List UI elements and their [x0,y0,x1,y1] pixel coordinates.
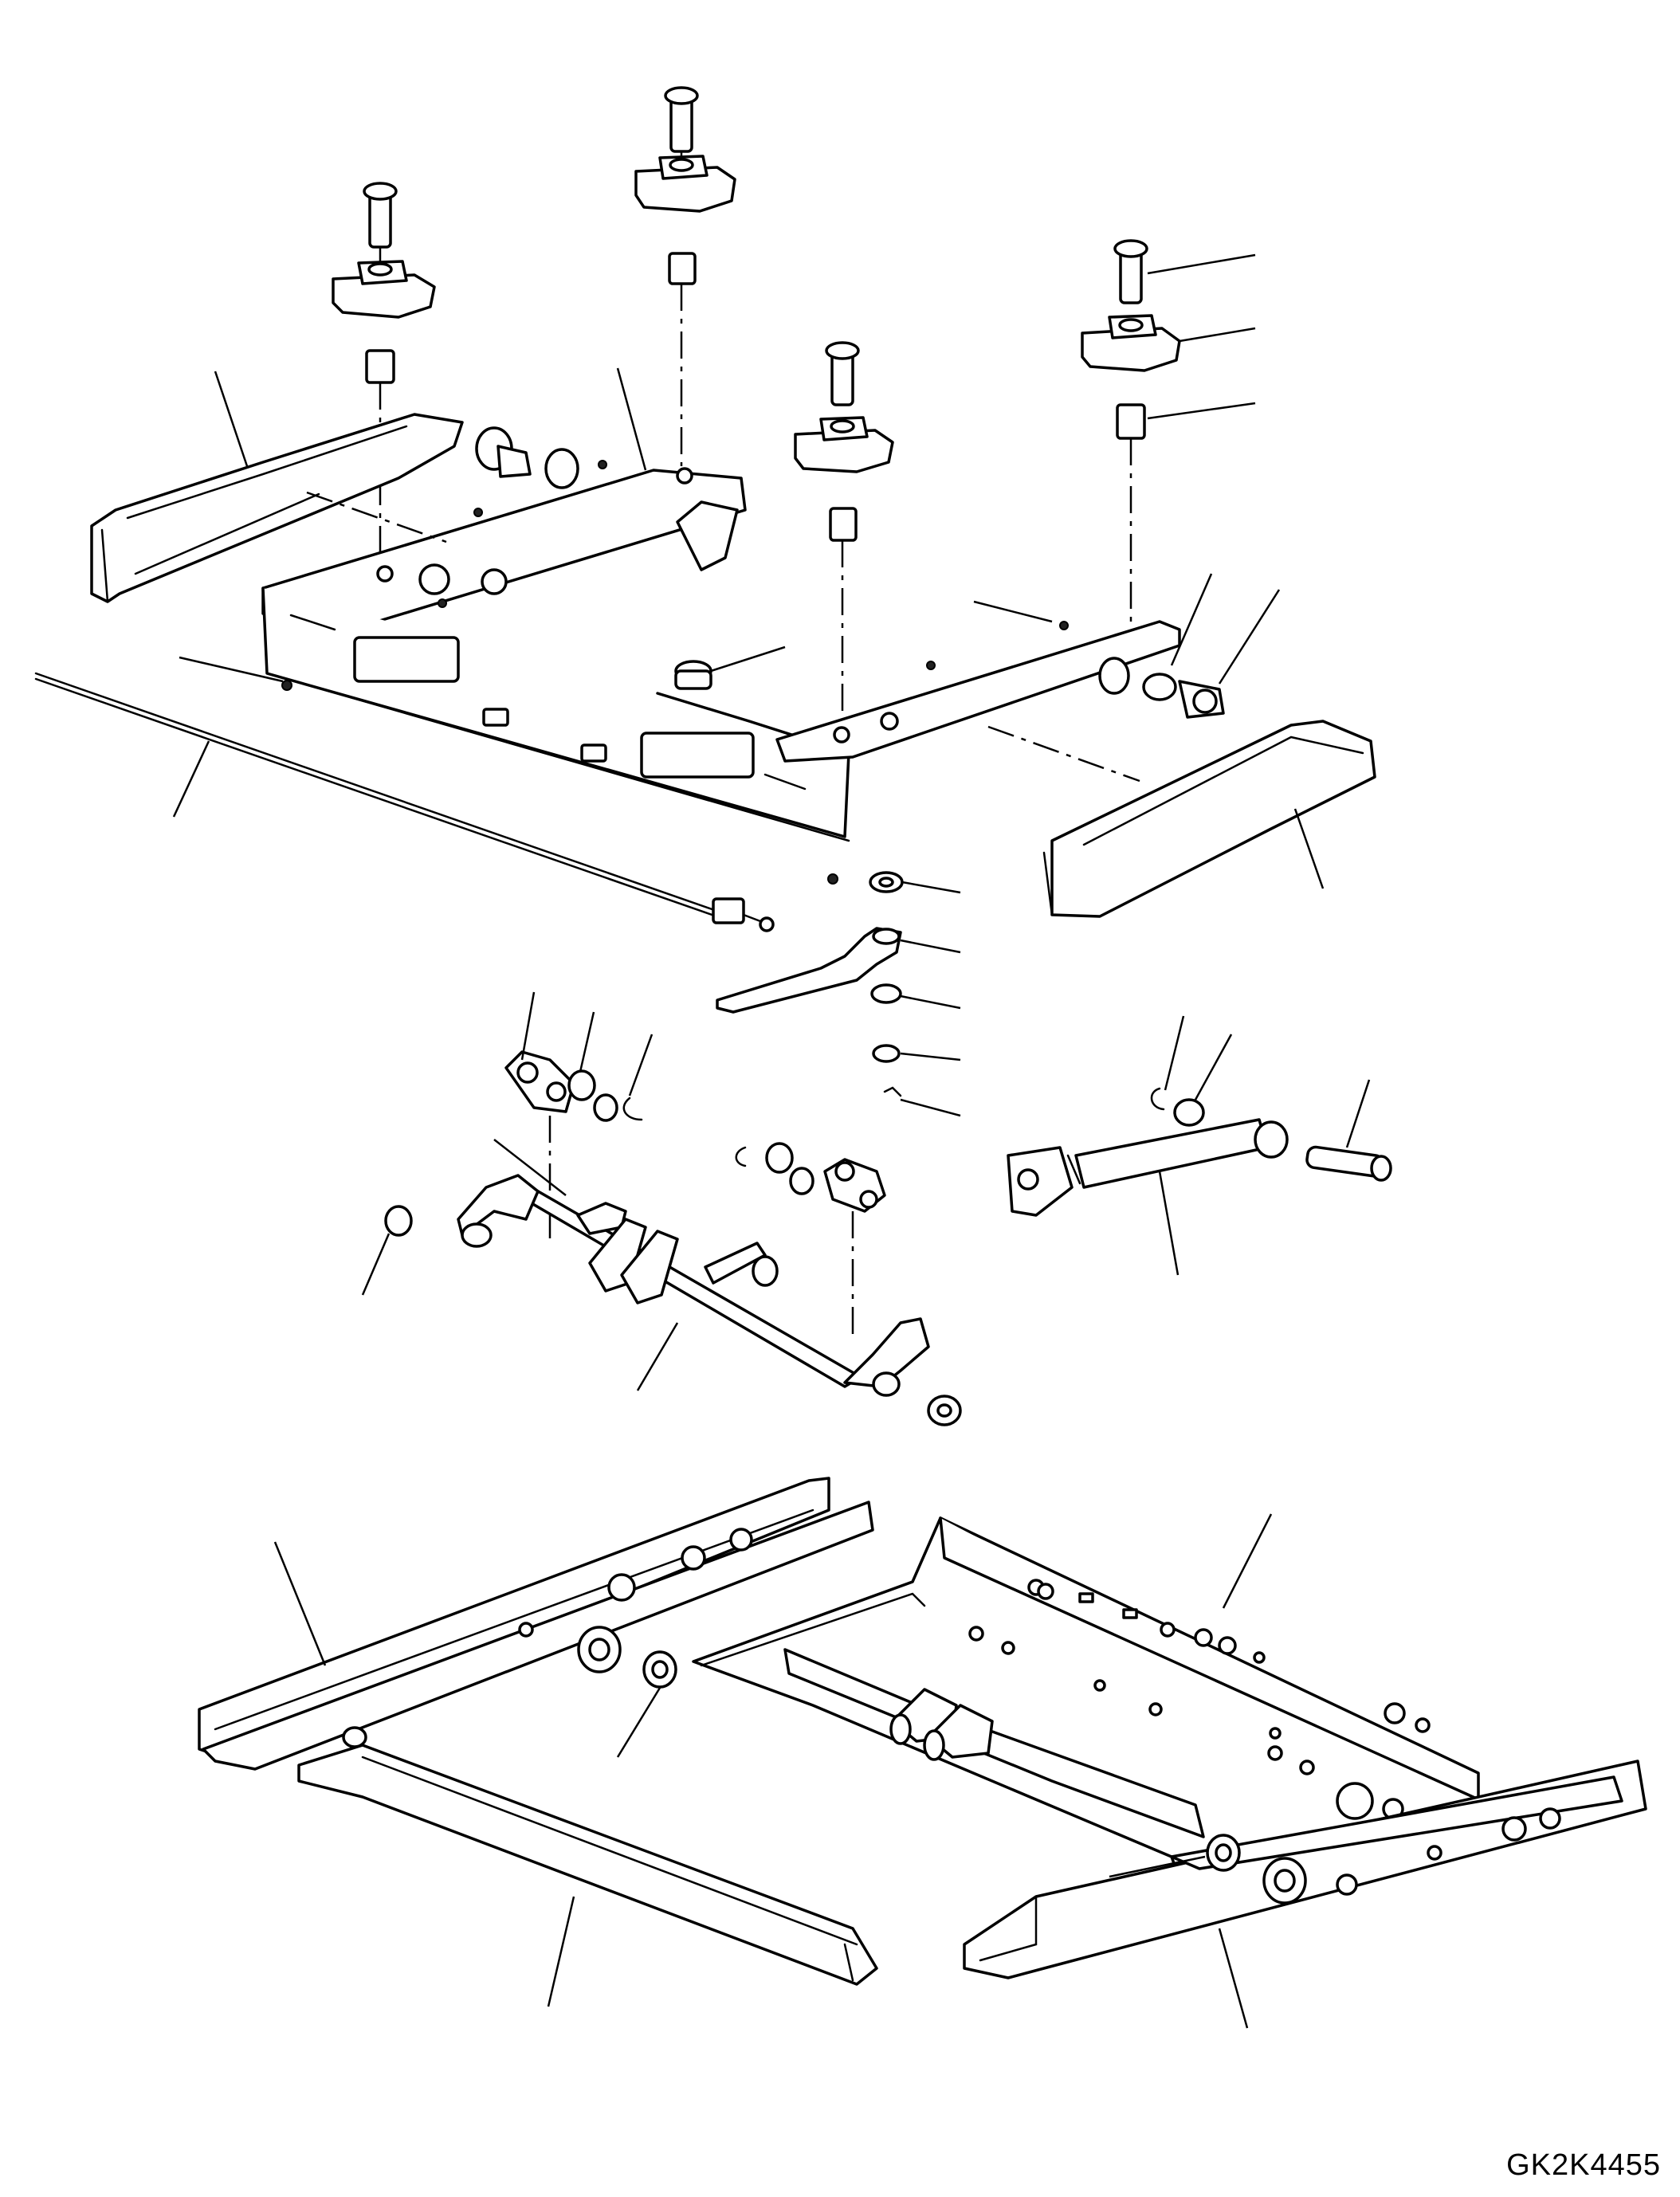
link-plate-left [504,1050,643,1243]
upper-frame [261,426,850,885]
gas-spring [1007,1087,1392,1217]
mount-assembly-right [1081,239,1181,638]
leader-lines [172,253,1371,2029]
right-rail [674,620,1225,763]
slide-rail-lower-left [297,1744,878,1986]
lever-stack [716,871,904,1097]
drawing-code-label: GK2K4455 [1506,2148,1661,2182]
slide-rail-upper-left [198,1477,874,1771]
slide-rail-lower-right [963,1760,1647,1979]
alignment-lines [306,491,1140,783]
side-bracket-left [90,413,464,603]
crossbar-shaft [384,1174,962,1426]
mount-assembly-left [332,182,436,574]
mount-assembly-center [634,86,736,466]
release-cable [34,672,775,932]
link-plate-right [735,1142,886,1339]
side-bracket-right [1042,720,1376,918]
base-plate [692,1516,1480,1902]
mount-assembly-middle [794,341,894,729]
